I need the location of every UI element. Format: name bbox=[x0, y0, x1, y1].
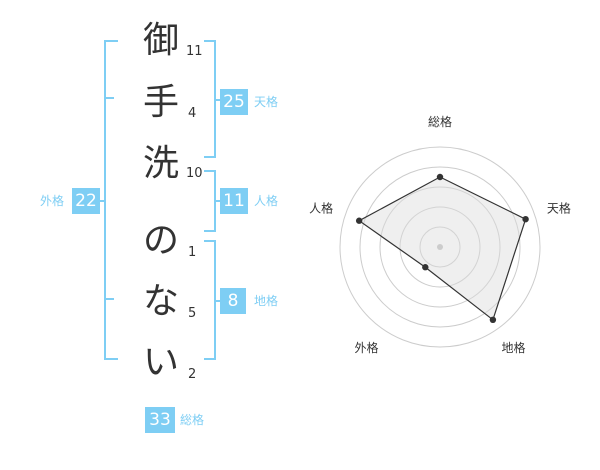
tenkaku-score-box: 25 bbox=[220, 89, 248, 115]
name-char-5: な bbox=[142, 281, 179, 322]
chikaku-label: 地格 bbox=[254, 294, 279, 308]
radar-point-3 bbox=[489, 316, 497, 324]
radar-axis-label-3: 地格 bbox=[501, 340, 525, 355]
radar-ring-1 bbox=[419, 226, 461, 268]
jinkaku-score-box: 11 bbox=[220, 188, 248, 214]
jinkaku-label: 人格 bbox=[254, 194, 279, 208]
gaikaku-label: 外格 bbox=[40, 194, 65, 208]
stroke-count-2: 4 bbox=[188, 106, 197, 121]
name-char-4: の bbox=[142, 220, 179, 261]
radar-point-1 bbox=[436, 173, 444, 181]
tenkaku-label: 天格 bbox=[254, 95, 279, 109]
radar-axis-label-2: 天格 bbox=[547, 200, 571, 215]
radar-axis-label-5: 人格 bbox=[309, 200, 333, 215]
stroke-count-3: 10 bbox=[186, 166, 203, 181]
radar-axis-label-1: 総格 bbox=[428, 114, 452, 129]
stroke-count-4: 1 bbox=[188, 245, 197, 260]
name-char-3: 洗 bbox=[142, 143, 179, 184]
radar-axis-label-4: 外格 bbox=[355, 340, 379, 355]
name-char-1: 御 bbox=[142, 20, 179, 61]
radar-center-dot bbox=[437, 244, 443, 250]
stroke-count-1: 11 bbox=[186, 44, 203, 59]
name-char-2: 手 bbox=[142, 82, 179, 123]
soukaku-label: 総格 bbox=[180, 413, 205, 427]
soukaku-score-box: 33 bbox=[145, 407, 175, 433]
radar-point-5 bbox=[355, 217, 363, 224]
radar-ring-5 bbox=[339, 146, 541, 348]
name-char-6: い bbox=[142, 342, 179, 383]
radar-ring-4 bbox=[359, 166, 521, 328]
radar-point-2 bbox=[522, 215, 529, 223]
stroke-count-6: 2 bbox=[188, 367, 197, 382]
radar-point-4 bbox=[422, 264, 429, 271]
radar-ring-2 bbox=[399, 206, 481, 288]
stroke-count-5: 5 bbox=[188, 306, 197, 321]
radar-ring-3 bbox=[379, 186, 501, 308]
chikaku-score-box: 8 bbox=[220, 288, 246, 314]
gaikaku-score-box: 22 bbox=[72, 188, 100, 214]
